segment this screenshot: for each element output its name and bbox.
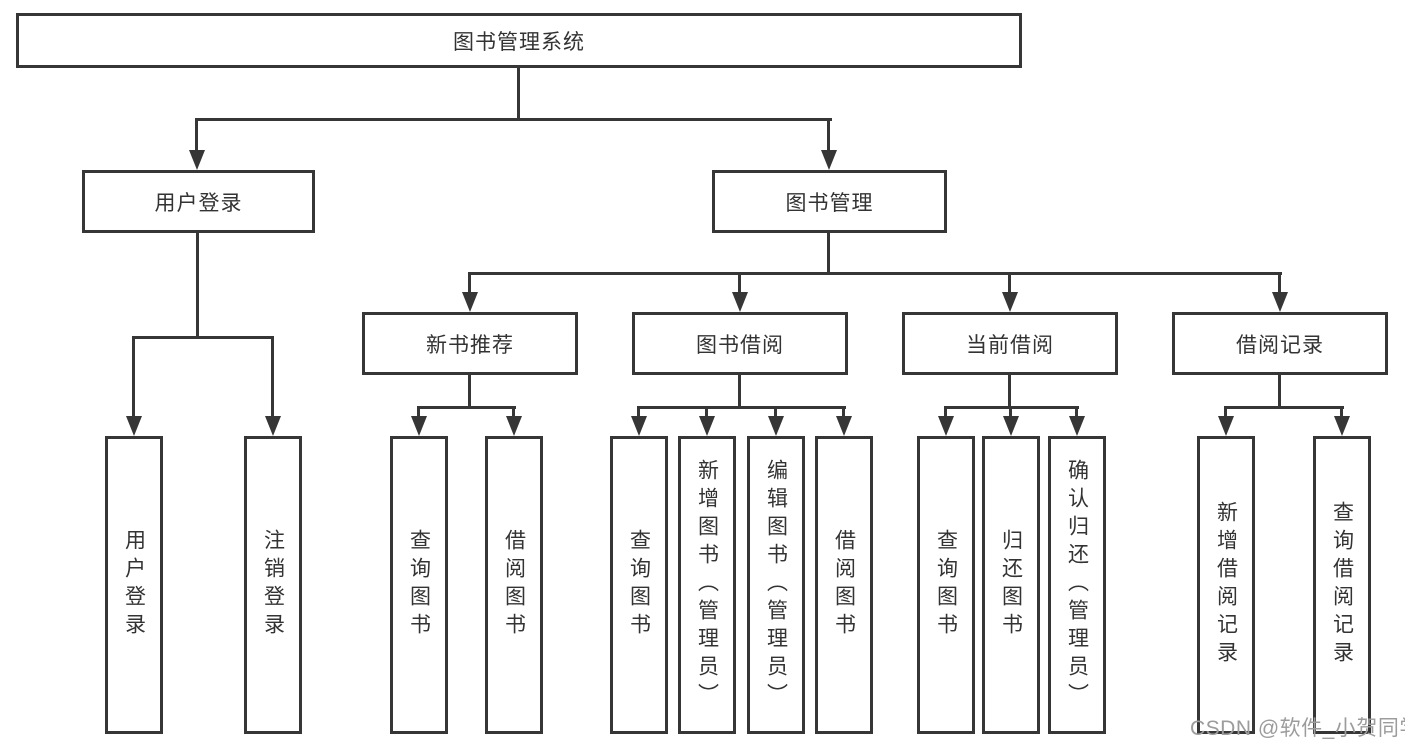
node-label: 确认归还（管理员）: [1065, 459, 1089, 711]
connector-arrow-stem: [1075, 406, 1078, 420]
connector-arrow-stem: [132, 336, 135, 420]
connector-hline: [637, 406, 846, 409]
node-root-library-system: 图书管理系统: [16, 13, 1022, 68]
node-label: 当前借阅: [966, 333, 1054, 357]
leaf-add-books-admin: 新增图书（管理员）: [678, 436, 736, 734]
connector-arrow-stem: [842, 406, 845, 420]
arrowhead-down-icon: [265, 416, 281, 436]
leaf-add-borrow-record: 新增借阅记录: [1197, 436, 1255, 734]
arrowhead-down-icon: [462, 292, 478, 312]
connector-arrow-stem: [1008, 272, 1011, 296]
node-label: 借阅图书: [832, 529, 856, 641]
node-label: 归还图书: [999, 529, 1023, 641]
connector-arrow-stem: [512, 406, 515, 420]
node-label: 编辑图书（管理员）: [764, 459, 788, 711]
arrowhead-down-icon: [1002, 292, 1018, 312]
leaf-query-books-current: 查询图书: [917, 436, 975, 734]
arrowhead-down-icon: [732, 292, 748, 312]
leaf-borrow-books-recommend: 借阅图书: [485, 436, 543, 734]
arrowhead-down-icon: [1069, 416, 1085, 436]
connector-arrow-stem: [1224, 406, 1227, 420]
connector-hline: [1224, 406, 1344, 409]
node-book-management: 图书管理: [712, 170, 947, 233]
connector-vline: [738, 375, 741, 406]
arrowhead-down-icon: [836, 416, 852, 436]
connector-hline: [417, 406, 516, 409]
connector-arrow-stem: [705, 406, 708, 420]
leaf-query-borrow-record: 查询借阅记录: [1313, 436, 1371, 734]
connector-hline: [132, 336, 274, 339]
arrowhead-down-icon: [411, 416, 427, 436]
connector-arrow-stem: [417, 406, 420, 420]
arrowhead-down-icon: [699, 416, 715, 436]
node-label: 查询借阅记录: [1330, 501, 1354, 669]
arrowhead-down-icon: [938, 416, 954, 436]
arrowhead-down-icon: [126, 416, 142, 436]
connector-arrow-stem: [774, 406, 777, 420]
leaf-borrow-books: 借阅图书: [815, 436, 873, 734]
arrowhead-down-icon: [631, 416, 647, 436]
node-borrowing-records: 借阅记录: [1172, 312, 1388, 375]
node-label: 查询图书: [627, 529, 651, 641]
leaf-confirm-return-admin: 确认归还（管理员）: [1048, 436, 1106, 734]
node-label: 查询图书: [934, 529, 958, 641]
node-label: 新增借阅记录: [1214, 501, 1238, 669]
arrowhead-down-icon: [1272, 292, 1288, 312]
arrowhead-down-icon: [821, 150, 837, 170]
connector-arrow-stem: [1340, 406, 1343, 420]
connector-arrow-stem: [1009, 406, 1012, 420]
node-user-login: 用户登录: [82, 170, 315, 233]
arrowhead-down-icon: [1003, 416, 1019, 436]
connector-vline: [1008, 375, 1011, 406]
connector-arrow-stem: [637, 406, 640, 420]
connector-vline: [827, 233, 830, 272]
connector-vline: [517, 68, 520, 118]
node-new-book-recommendation: 新书推荐: [362, 312, 578, 375]
arrowhead-down-icon: [189, 150, 205, 170]
watermark: CSDN @软件_小贺同学: [1190, 717, 1405, 740]
leaf-logout: 注销登录: [244, 436, 302, 734]
arrowhead-down-icon: [1218, 416, 1234, 436]
node-current-borrowing: 当前借阅: [902, 312, 1118, 375]
node-label: 用户登录: [154, 191, 243, 215]
arrowhead-down-icon: [1334, 416, 1350, 436]
leaf-user-login: 用户登录: [105, 436, 163, 734]
node-label: 图书借阅: [696, 333, 784, 357]
node-label: 图书管理系统: [453, 30, 585, 54]
node-label: 借阅图书: [502, 529, 526, 641]
connector-arrow-stem: [738, 272, 741, 296]
leaf-return-books: 归还图书: [982, 436, 1040, 734]
node-label: 注销登录: [261, 529, 285, 641]
connector-arrow-stem: [827, 118, 830, 154]
node-label: 用户登录: [122, 529, 146, 641]
connector-vline: [196, 233, 199, 336]
node-label: 查询图书: [407, 529, 431, 641]
arrowhead-down-icon: [506, 416, 522, 436]
node-label: 新增图书（管理员）: [695, 459, 719, 711]
connector-arrow-stem: [271, 336, 274, 420]
connector-hline: [196, 118, 832, 121]
leaf-edit-books-admin: 编辑图书（管理员）: [747, 436, 805, 734]
connector-vline: [468, 375, 471, 406]
node-label: 新书推荐: [426, 333, 514, 357]
connector-arrow-stem: [468, 272, 471, 296]
connector-arrow-stem: [1278, 272, 1281, 296]
node-label: 图书管理: [785, 191, 874, 215]
connector-arrow-stem: [944, 406, 947, 420]
leaf-query-books-recommend: 查询图书: [390, 436, 448, 734]
node-book-borrowing: 图书借阅: [632, 312, 848, 375]
node-label: 借阅记录: [1236, 333, 1324, 357]
connector-arrow-stem: [195, 118, 198, 154]
connector-hline: [468, 272, 1282, 275]
connector-vline: [1278, 375, 1281, 406]
arrowhead-down-icon: [768, 416, 784, 436]
leaf-query-books-borrow: 查询图书: [610, 436, 668, 734]
